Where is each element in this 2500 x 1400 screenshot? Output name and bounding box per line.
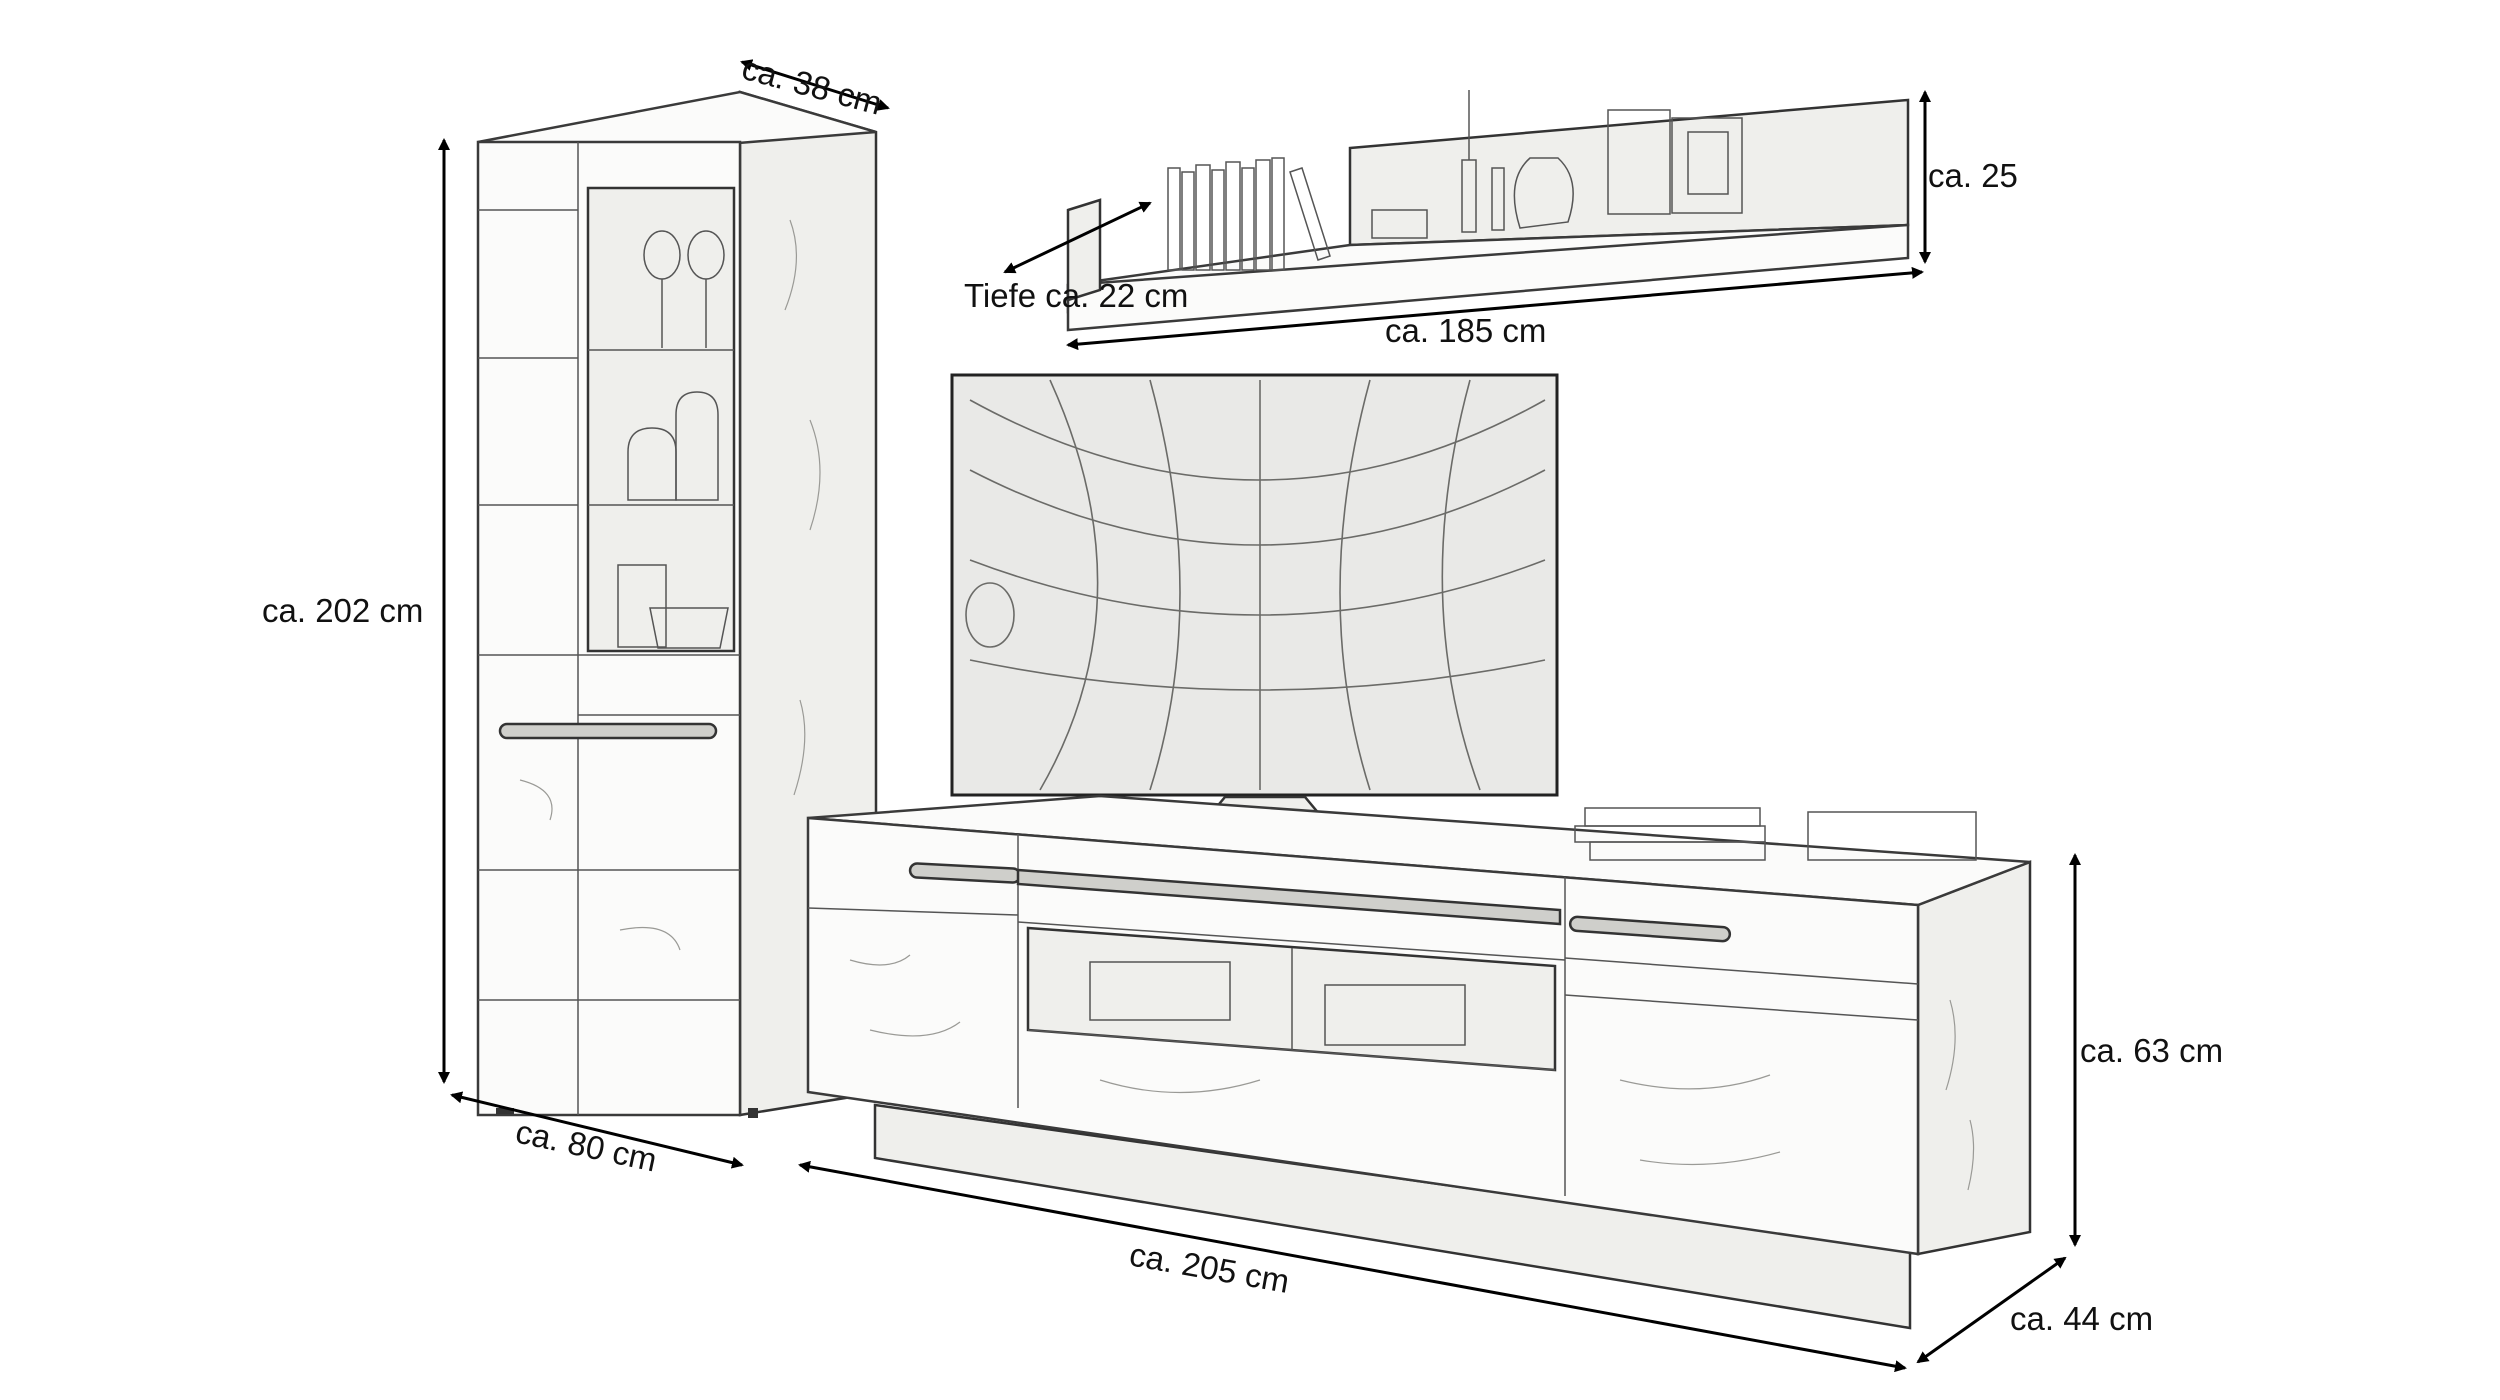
dimension-lines — [438, 59, 2081, 1373]
lowboard-handle-right — [1568, 915, 1732, 943]
label-lowboard-width: ca. 205 cm — [1127, 1235, 1292, 1299]
cabinet-width-line — [450, 1091, 744, 1169]
glass-vitrine — [586, 186, 736, 653]
lowboard-handle-center — [1016, 868, 1562, 926]
label-shelf-depth: Tiefe ca. 22 cm — [964, 277, 1188, 314]
wall-shelf — [1066, 90, 1910, 332]
lowboard — [806, 794, 2032, 1330]
lowboard-depth-line — [1916, 1256, 2067, 1364]
dimension-labels: ca. 38 cm ca. 202 cm ca. 80 cm ca. 25 Ti… — [262, 49, 2223, 1337]
television — [950, 373, 1559, 817]
label-lowboard-depth: ca. 44 cm — [2010, 1300, 2153, 1337]
tv-screen — [950, 373, 1559, 797]
label-shelf-width: ca. 185 cm — [1385, 312, 1546, 349]
cabinet-handle — [498, 722, 718, 740]
cabinet-depth-line — [740, 59, 890, 111]
label-cabinet-height: ca. 202 cm — [262, 592, 423, 629]
lowboard-side — [1916, 860, 2032, 1256]
lowboard-width-line — [798, 1160, 1907, 1373]
shelf-back-panel — [1348, 98, 1910, 247]
shelf-depth-line — [1003, 201, 1152, 274]
label-shelf-height: ca. 25 — [1928, 157, 2018, 194]
shelf-width-line — [1066, 266, 1924, 351]
tall-cabinet — [476, 90, 878, 1118]
label-lowboard-height: ca. 63 cm — [2080, 1032, 2223, 1069]
label-cabinet-width: ca. 80 cm — [513, 1113, 661, 1179]
